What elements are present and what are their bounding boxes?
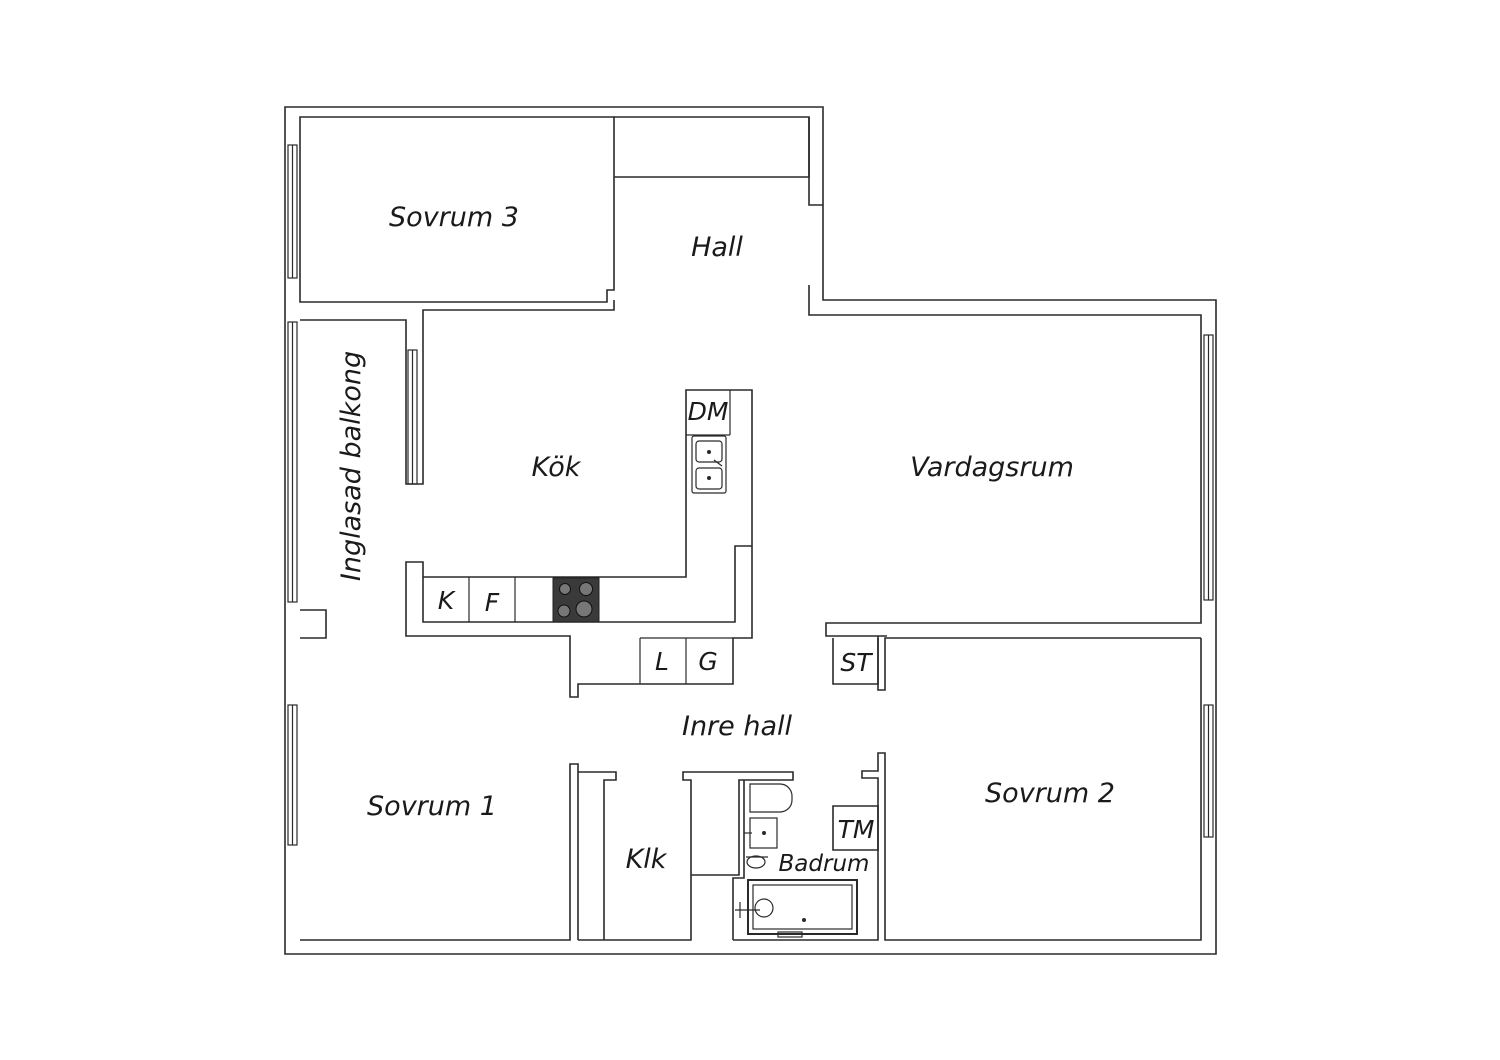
appliance-label-f: F (485, 588, 500, 617)
kitchen-cabinets (468, 577, 733, 684)
bathtub-icon (735, 879, 858, 938)
appliance-label-tm: TM (838, 815, 875, 844)
toilet-icon (749, 783, 793, 813)
appliance-labels: DM K F L G ST TM (438, 397, 875, 844)
outer-walls (284, 106, 1217, 955)
room-label-sovrum2: Sovrum 2 (985, 778, 1115, 809)
room-label-klk: Klk (626, 844, 668, 875)
room-label-sovrum1: Sovrum 1 (367, 791, 497, 822)
room-label-inre-hall: Inre hall (682, 711, 793, 742)
appliance-label-l: L (655, 647, 669, 676)
appliance-label-st: ST (840, 648, 873, 677)
washbasin-icon (744, 817, 778, 869)
room-label-vardagsrum: Vardagsrum (910, 452, 1074, 483)
room-label-kok: Kök (532, 452, 582, 483)
interior-walls (300, 300, 1202, 941)
room-label-badrum: Badrum (779, 851, 870, 877)
double-sink-icon (691, 435, 727, 494)
room-label-inglasad-balkong: Inglasad balkong (336, 351, 367, 581)
windows (287, 144, 1214, 846)
appliance-label-g: G (698, 647, 717, 676)
room-label-sovrum3: Sovrum 3 (389, 202, 519, 233)
room-labels: Sovrum 3 Hall Inglasad balkong Kök Varda… (336, 202, 1115, 877)
appliance-label-k: K (438, 586, 457, 615)
stove-icon (552, 577, 600, 623)
room-label-hall: Hall (691, 232, 743, 263)
appliance-label-dm: DM (688, 397, 729, 426)
